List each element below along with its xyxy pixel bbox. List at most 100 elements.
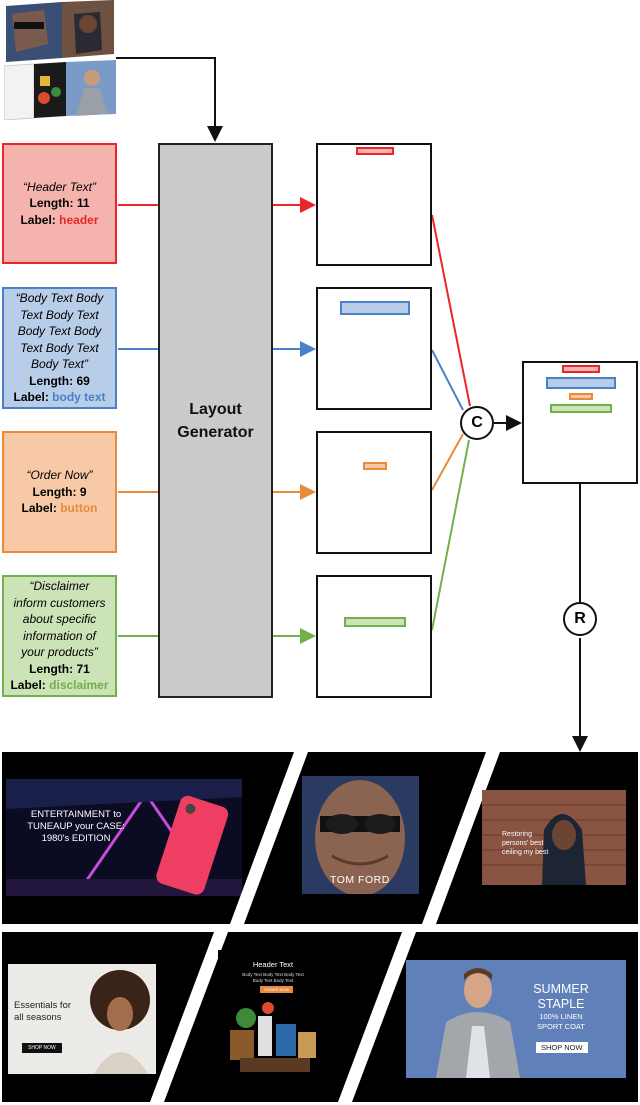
- ad-food-header: Header Text: [252, 960, 294, 969]
- disclaimer-box: [344, 617, 406, 627]
- input-disclaimer-line-3: about specific: [22, 612, 97, 627]
- ad-phone-headline: ENTERTAINMENT to TUNEAUP your CASE: 1980…: [26, 809, 126, 845]
- ad-summer-line-3: 100% LINEN: [539, 1012, 583, 1021]
- input-body-line-1: “Body Text Body: [15, 291, 104, 306]
- combine-label: C: [471, 414, 483, 431]
- ad-woman-headscarf: Restoring persons' best ceiling my best: [482, 790, 626, 885]
- divider-slash-4: [338, 932, 416, 1102]
- canvas-header: [316, 143, 432, 266]
- ad-food-image: [230, 1002, 316, 1072]
- input-header-text: “Header Text”: [23, 179, 96, 194]
- ad-woman-text-line-3: ceiling my best: [502, 849, 549, 856]
- arrow-images-to-generator: [116, 57, 223, 142]
- line-header-canvas-to-combine: [431, 214, 471, 407]
- ad-tomford-brand: TOM FORD: [330, 874, 390, 886]
- combined-header-box: [562, 365, 600, 373]
- input-button-label: button: [60, 501, 98, 516]
- input-disclaimer-length-label: Length:: [29, 661, 74, 676]
- ad-phone-headline-line-1: ENTERTAINMENT to: [30, 809, 122, 820]
- input-disclaimer-label-prefix: Label:: [10, 678, 46, 693]
- ad-phone-case: ENTERTAINMENT to TUNEAUP your CASE: 1980…: [6, 779, 242, 896]
- input-body-line-3: Body Text Body: [17, 324, 102, 339]
- ad-summer-text: SUMMER STAPLE 100% LINEN SPORT COAT: [516, 982, 606, 1032]
- input-disclaimer-line-4: information of: [23, 628, 96, 643]
- input-images-svg: [3, 0, 116, 121]
- ad-summer-image: [406, 960, 626, 1078]
- input-disclaimer-label: disclaimer: [49, 678, 109, 693]
- input-box-header: “Header Text” Length: 11 Label: header: [2, 143, 117, 264]
- ad-curly-hair: Essentials for all seasons SHOP NOW: [8, 964, 156, 1074]
- ad-summer-line-2: STAPLE: [537, 997, 585, 1011]
- input-box-button: “Order Now” Length: 9 Label: button: [2, 431, 117, 553]
- ad-curly-text: Essentials for all seasons: [14, 1000, 71, 1024]
- ad-phone-background: [6, 779, 242, 896]
- input-body-line-2: Text Body Text: [20, 307, 99, 322]
- ad-woman-text: Restoring persons' best ceiling my best: [502, 830, 548, 857]
- input-header-length: 11: [76, 196, 90, 211]
- ad-curly-text-line-2: all seasons: [14, 1012, 62, 1023]
- combined-button-box: [569, 393, 593, 400]
- ad-food-body: Body Text Body Text Body Text Body Text …: [218, 972, 328, 984]
- input-disclaimer-line-1: “Disclaimer: [29, 579, 90, 594]
- combined-disclaimer-box: [550, 404, 612, 413]
- input-button-text: “Order Now”: [26, 468, 93, 483]
- button-box: [363, 462, 387, 470]
- ad-summer-staple: SUMMER STAPLE 100% LINEN SPORT COAT SHOP…: [406, 960, 626, 1078]
- input-body-line-4: Text Body Text: [20, 340, 99, 355]
- input-body-length-label: Length:: [29, 373, 74, 388]
- input-disclaimer-line-2: inform customers: [13, 595, 106, 610]
- ad-woman-image: [482, 790, 626, 885]
- ad-food-body-line-1: Body Text Body Text Body Text: [242, 972, 304, 977]
- diagram-connectors: [116, 57, 588, 752]
- render-operator: R: [563, 602, 597, 636]
- examples-row-2: Essentials for all seasons SHOP NOW Head…: [2, 932, 638, 1102]
- ad-food-body-line-2: Body Text Body Text: [252, 978, 294, 983]
- ad-food-button[interactable]: ORDER NOW: [260, 986, 294, 993]
- divider-slash-3: [150, 932, 228, 1102]
- ad-food: Header Text Body Text Body Text Body Tex…: [218, 950, 328, 1080]
- generator-label-line-1: Layout: [189, 400, 242, 418]
- input-header-label: header: [59, 212, 99, 227]
- line-button-canvas-to-combine: [431, 433, 464, 491]
- input-box-disclaimer: “Disclaimer inform customers about speci…: [2, 575, 117, 697]
- divider-slash-1: [230, 752, 308, 924]
- ad-summer-button[interactable]: SHOP NOW: [536, 1042, 588, 1053]
- input-body-length: 69: [76, 373, 90, 388]
- input-body-label: body text: [52, 390, 106, 405]
- canvas-combined-layout: [522, 361, 638, 484]
- input-disclaimer-line-5: your products”: [21, 645, 98, 660]
- ad-curly-button[interactable]: SHOP NOW: [22, 1043, 62, 1053]
- render-label: R: [574, 610, 586, 627]
- input-header-label-prefix: Label:: [20, 212, 56, 227]
- divider-slash-2: [422, 752, 500, 924]
- input-box-body-text: “Body Text Body Text Body Text Body Text…: [2, 287, 117, 409]
- ad-phone-headline-line-3: 1980's EDITION: [41, 833, 111, 844]
- input-button-length-label: Length:: [32, 484, 77, 499]
- ad-phone-headline-line-2: TUNEAUP your CASE:: [27, 821, 125, 832]
- ad-woman-text-line-1: Restoring: [502, 831, 532, 838]
- input-disclaimer-length: 71: [76, 661, 90, 676]
- input-image-collage: [3, 0, 116, 121]
- canvas-body-text: [316, 287, 432, 410]
- ad-summer-line-4: SPORT COAT: [537, 1022, 585, 1031]
- ad-tom-ford: TOM FORD: [302, 776, 419, 894]
- combine-operator: C: [460, 406, 494, 440]
- ad-summer-line-1: SUMMER: [533, 982, 589, 996]
- input-button-label-prefix: Label:: [21, 501, 57, 516]
- ad-woman-text-line-2: persons' best: [502, 840, 544, 847]
- canvas-button: [316, 431, 432, 554]
- ad-curly-text-line-1: Essentials for: [14, 1000, 72, 1011]
- layout-generator-block: Layout Generator: [158, 143, 273, 698]
- body-text-box: [340, 301, 410, 315]
- canvas-disclaimer: [316, 575, 432, 698]
- generator-label-line-2: Generator: [177, 423, 254, 441]
- combined-body-box: [546, 377, 616, 389]
- input-header-length-label: Length:: [29, 196, 74, 211]
- line-body-canvas-to-combine: [431, 349, 464, 411]
- line-disclaimer-canvas-to-combine: [431, 439, 470, 631]
- examples-row-1: ENTERTAINMENT to TUNEAUP your CASE: 1980…: [2, 752, 638, 924]
- ad-tomford-image: [302, 776, 419, 894]
- input-button-length: 9: [79, 484, 87, 499]
- input-body-line-5: Body Text”: [31, 357, 88, 372]
- header-box: [356, 147, 394, 155]
